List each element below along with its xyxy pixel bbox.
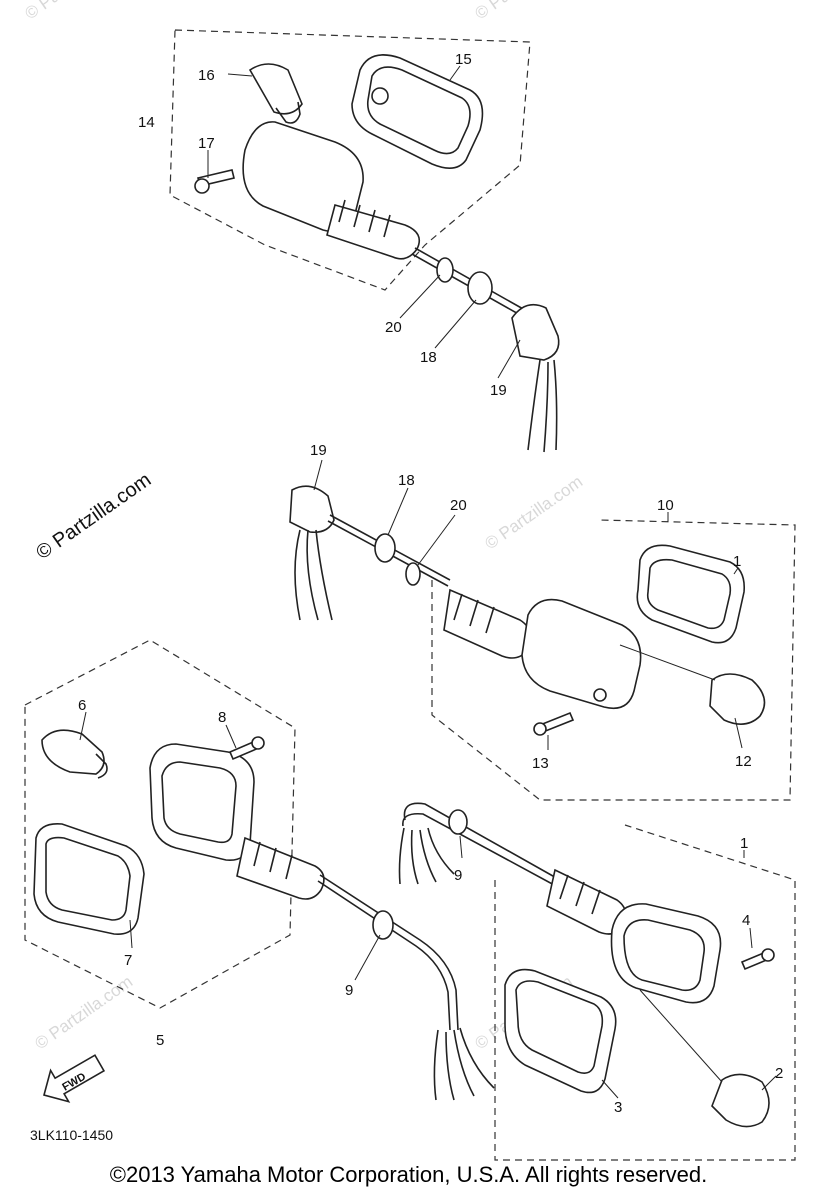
callout-10: 10	[657, 497, 674, 514]
washer-20	[436, 257, 454, 283]
callout-19-b: 19	[310, 442, 327, 459]
callout-19: 19	[490, 382, 507, 399]
lens-15	[351, 54, 484, 169]
callout-5: 5	[156, 1032, 164, 1049]
grommet-9-a	[372, 910, 394, 940]
watermark-text: © Partzilla.com	[481, 472, 586, 553]
assembly-bottom-right-1	[398, 802, 796, 1161]
callout-3: 3	[614, 1099, 622, 1116]
callout-9-a: 9	[345, 982, 353, 999]
connector-19	[511, 303, 560, 361]
callout-16: 16	[198, 67, 215, 84]
callout-15: 15	[455, 51, 472, 68]
callout-20: 20	[385, 319, 402, 336]
lens-middle	[636, 544, 746, 644]
lens-3	[504, 968, 617, 1094]
callout-9-b: 9	[454, 867, 462, 884]
assembly-bottom-left-5	[24, 639, 495, 1101]
bulb-12	[709, 673, 766, 725]
bulb-6	[41, 729, 105, 775]
callout-8: 8	[218, 709, 226, 726]
callout-20-b: 20	[450, 497, 467, 514]
watermark-text: © Partzilla.com	[21, 0, 126, 23]
callout-2: 2	[775, 1065, 783, 1082]
bulb-16	[248, 63, 303, 124]
grommet-18	[467, 271, 493, 305]
callout-17: 17	[198, 135, 215, 152]
callout-6: 6	[78, 697, 86, 714]
assembly-middle-10	[289, 485, 796, 801]
callout-18-b: 18	[398, 472, 415, 489]
callout-12: 12	[735, 753, 752, 770]
diagram-code: 3LK110-1450	[30, 1127, 113, 1143]
housing-top	[242, 121, 526, 317]
lens-7	[33, 822, 145, 935]
housing-middle	[521, 598, 642, 710]
bulb-2	[711, 1073, 770, 1128]
copyright-text: ©2013 Yamaha Motor Corporation, U.S.A. A…	[109, 1162, 708, 1187]
watermark-text: © Partzilla.com	[471, 0, 576, 23]
callout-4: 4	[742, 912, 750, 929]
watermark-text: © Partzilla.com	[31, 972, 136, 1053]
washer-20-b	[405, 562, 421, 586]
assembly-top-14	[169, 29, 560, 453]
callout-7: 7	[124, 952, 132, 969]
grommet-9-b	[448, 809, 468, 835]
callout-1-b: 1	[733, 553, 741, 570]
callout-18: 18	[420, 349, 437, 366]
watermark-main: © Partzilla.com	[32, 469, 155, 564]
connector-19-b	[289, 485, 335, 534]
callout-1: 1	[740, 835, 748, 852]
housing-bottom-left	[149, 743, 255, 861]
fwd-arrow-icon: FWD	[43, 1054, 106, 1103]
callout-14: 14	[138, 114, 155, 131]
callout-13: 13	[532, 755, 549, 772]
grommet-18-b	[374, 533, 396, 563]
